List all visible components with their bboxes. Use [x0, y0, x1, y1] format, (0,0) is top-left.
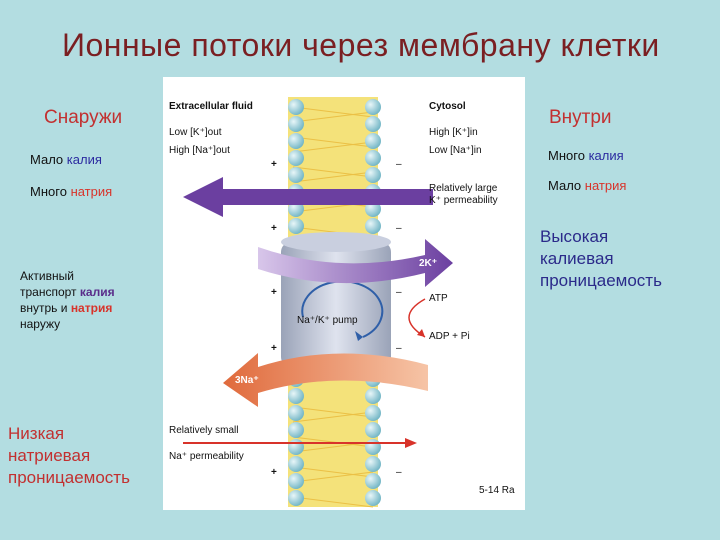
- figure-ref: 5-14 Ra: [479, 485, 515, 496]
- lipid-head: [288, 490, 304, 506]
- low-na-perm-line1: Низкая: [8, 424, 65, 443]
- high-k-perm-line1: Высокая: [540, 227, 609, 246]
- lipid-head: [365, 99, 381, 115]
- lipid-head: [288, 456, 304, 472]
- inside-low-na-prefix: Мало: [548, 178, 582, 193]
- pump-cycle-arrowhead: [355, 331, 363, 341]
- pump-cycle-arrow: [301, 280, 384, 338]
- na-leak-arrowhead: [405, 438, 417, 448]
- plus-sign: +: [271, 287, 277, 298]
- lipid-head: [365, 490, 381, 506]
- k-arrow-label: 2K⁺: [419, 258, 438, 269]
- outside-low-k-word: калия: [66, 152, 102, 167]
- lipid-head: [365, 422, 381, 438]
- outside-low-k-note: Мало калия: [30, 152, 102, 167]
- high-k-permeability-note: Высокая калиевая проницаемость: [540, 226, 662, 292]
- high-k-perm-line2: калиевая: [540, 249, 614, 268]
- ext-low-k: Low [K⁺]out: [169, 127, 222, 138]
- ext-high-na: High [Na⁺]out: [169, 145, 230, 156]
- large-k-perm-1: Relatively large: [429, 183, 498, 194]
- outside-low-k-prefix: Мало: [30, 152, 64, 167]
- plus-sign: +: [271, 343, 277, 354]
- pump-label: Na⁺/K⁺ pump: [297, 315, 358, 326]
- outside-high-na-note: Много натрия: [30, 184, 112, 199]
- k-leak-arrow: [183, 177, 433, 217]
- minus-sign: –: [396, 159, 402, 170]
- membrane-figure: Extracellular fluid Cytosol Low [K⁺]out …: [163, 77, 525, 510]
- active-transport-na-word: натрия: [70, 301, 113, 315]
- inside-high-k-note: Много калия: [548, 148, 624, 163]
- small-na-perm-2: Na⁺ permeability: [169, 451, 244, 462]
- extracellular-title: Extracellular fluid: [169, 101, 253, 112]
- lipid-head: [365, 133, 381, 149]
- active-transport-line2-wrap: транспорт калия: [20, 284, 160, 300]
- atp-adp-arrowhead: [417, 329, 425, 337]
- membrane-diagram-svg: [183, 97, 453, 508]
- k-pump-arrow: [258, 239, 453, 287]
- minus-sign: –: [396, 223, 402, 234]
- lipid-head: [288, 473, 304, 489]
- active-transport-line1: Активный: [20, 269, 74, 283]
- lipid-head: [365, 218, 381, 234]
- lipid-head: [365, 439, 381, 455]
- lipid-head: [288, 439, 304, 455]
- lipid-head: [288, 422, 304, 438]
- lipid-head: [288, 167, 304, 183]
- plus-sign: +: [271, 159, 277, 170]
- lipid-head: [288, 388, 304, 404]
- lipid-head: [365, 167, 381, 183]
- small-na-perm-1: Relatively small: [169, 425, 239, 436]
- cyt-low-na: Low [Na⁺]in: [429, 145, 482, 156]
- lipid-head: [288, 99, 304, 115]
- high-k-perm-line3: проницаемость: [540, 271, 662, 290]
- lipid-head: [365, 150, 381, 166]
- low-na-perm-line2: натриевая: [8, 446, 91, 465]
- outside-header: Снаружи: [44, 107, 123, 128]
- lipid-head: [365, 456, 381, 472]
- active-transport-line3: внутрь и: [20, 301, 68, 315]
- lipid-head: [288, 133, 304, 149]
- plus-sign: +: [271, 467, 277, 478]
- low-na-permeability-note: Низкая натриевая проницаемость: [8, 423, 130, 489]
- lipid-head: [365, 116, 381, 132]
- lipid-head: [365, 405, 381, 421]
- na-arrow-label: 3Na⁺: [235, 375, 259, 386]
- lipid-head: [288, 218, 304, 234]
- cyt-high-k: High [K⁺]in: [429, 127, 478, 138]
- lipid-head: [365, 388, 381, 404]
- active-transport-line3-wrap: внутрь и натрия: [20, 300, 160, 316]
- active-transport-k-word: калия: [79, 285, 115, 299]
- lipid-head: [288, 116, 304, 132]
- lipid-head: [288, 150, 304, 166]
- inside-low-na-note: Мало натрия: [548, 178, 626, 193]
- low-na-perm-line3: проницаемость: [8, 468, 130, 487]
- minus-sign: –: [396, 343, 402, 354]
- lipid-head: [288, 405, 304, 421]
- active-transport-line4: наружу: [20, 317, 61, 331]
- pump-top: [281, 232, 391, 252]
- atp-label: ATP: [429, 293, 448, 304]
- outside-high-na-word: натрия: [70, 184, 113, 199]
- slide-title: Ионные потоки через мембрану клетки: [62, 27, 660, 63]
- minus-sign: –: [396, 287, 402, 298]
- active-transport-line2: транспорт: [20, 285, 77, 299]
- inside-header: Внутри: [549, 107, 612, 128]
- cytosol-title: Cytosol: [429, 101, 466, 112]
- outside-high-na-prefix: Много: [30, 184, 67, 199]
- lipid-head: [365, 473, 381, 489]
- plus-sign: +: [271, 223, 277, 234]
- inside-high-k-word: калия: [588, 148, 624, 163]
- na-pump-arrow: [223, 353, 428, 407]
- large-k-perm-2: K⁺ permeability: [429, 195, 498, 206]
- inside-high-k-prefix: Много: [548, 148, 585, 163]
- active-transport-note: Активный транспорт калия внутрь и натрия…: [20, 268, 160, 332]
- minus-sign: –: [396, 467, 402, 478]
- adp-label: ADP + Pi: [429, 331, 470, 342]
- inside-low-na-word: натрия: [584, 178, 627, 193]
